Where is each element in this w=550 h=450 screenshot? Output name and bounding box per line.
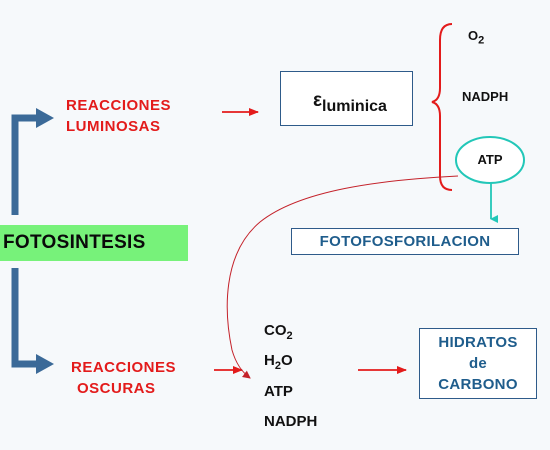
energia-luminica-text: εluminica <box>313 90 387 115</box>
product-nadph: NADPH <box>462 89 509 104</box>
input-co2: CO2 <box>264 322 293 342</box>
lower-blue-arrow <box>11 268 54 374</box>
atp-recycle-curve <box>226 175 459 379</box>
fotofosforilacion-box: FOTOFOSFORILACION <box>291 228 519 255</box>
reacciones-oscuras-label: REACCIONES OSCURAS <box>71 359 177 397</box>
input-atp: ATP <box>264 383 293 400</box>
reacciones-luminosas-label: REACCIONES LUMINOSAS <box>66 97 172 135</box>
products-brace <box>431 23 453 191</box>
fotosintesis-label: FOTOSINTESIS <box>0 225 188 261</box>
energia-luminica-box: εluminica <box>280 71 413 126</box>
input-nadph: NADPH <box>264 413 318 430</box>
input-h2o: H2O <box>264 352 293 372</box>
product-o2: O2 <box>468 28 485 47</box>
atp-oval <box>455 136 525 184</box>
product-atp: ATP <box>477 152 503 167</box>
hidratos-de-carbono-box: HIDRATOS de CARBONO <box>419 328 537 399</box>
upper-blue-arrow <box>11 108 54 215</box>
